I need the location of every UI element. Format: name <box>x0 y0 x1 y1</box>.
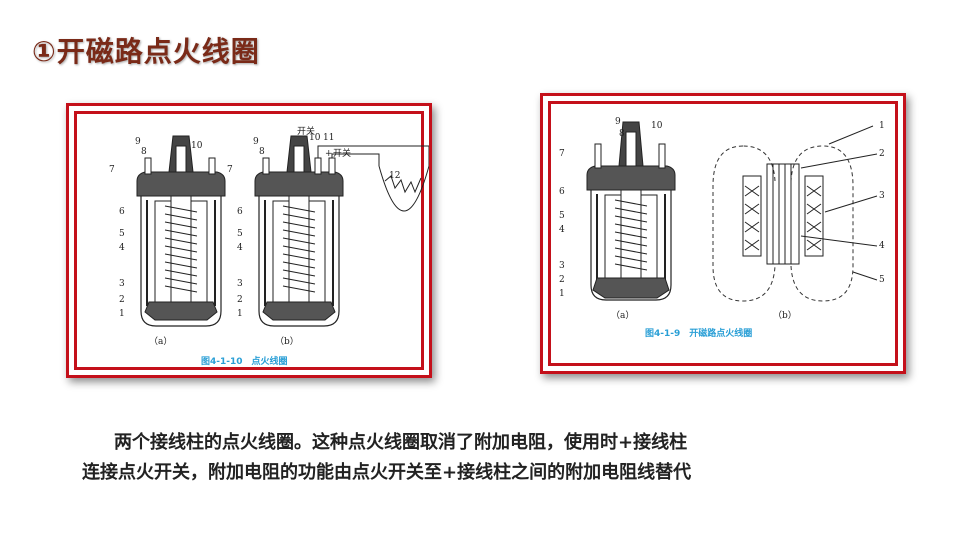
coil-a-right-labels: 9 8 10 7 6 5 4 3 2 1 （a） <box>559 117 663 321</box>
label-10-b: 10 <box>309 133 321 143</box>
label-7-ra: 7 <box>559 149 565 159</box>
label-1-a: 1 <box>119 309 125 319</box>
label-6-ra: 6 <box>559 187 565 197</box>
label-1-b: 1 <box>237 309 243 319</box>
label-4-b: 4 <box>237 243 243 253</box>
label-3-rb: 3 <box>879 191 885 201</box>
coil-b <box>254 135 429 327</box>
body-line-1: 两个接线柱的点火线圈。这种点火线圈取消了附加电阻，使用时+接线柱 <box>114 432 688 453</box>
coil-b-labels: 9 8 10 11 12 7 6 5 4 3 2 1 开关 + 开关 （b） <box>227 125 400 347</box>
switch-label-b: 开关 <box>333 147 351 159</box>
sub-label-a-left: （a） <box>149 336 172 347</box>
coil-a-right <box>586 121 676 301</box>
figure-inner-border-right <box>548 101 898 366</box>
sub-label-a-right: （a） <box>611 310 634 321</box>
label-2-ra: 2 <box>559 275 565 285</box>
label-1-ra: 1 <box>559 289 565 299</box>
label-11-b: 11 <box>323 133 334 143</box>
figure-caption-left: 图4-1-10 点火线圈 <box>201 355 288 367</box>
label-8-b: 8 <box>259 147 265 157</box>
body-line-2: 连接点火开关，附加电阻的功能由点火开关至+接线柱之间的附加电阻线替代 <box>82 462 692 483</box>
label-9-a: 9 <box>135 137 141 147</box>
coil-b-right <box>712 125 878 302</box>
label-2-b: 2 <box>237 295 243 305</box>
coil-b-right-labels: 1 2 3 4 5 （b） <box>773 121 885 321</box>
label-10-a: 10 <box>191 141 203 151</box>
label-5-ra: 5 <box>559 211 565 221</box>
open-magnetic-coil-diagram-right: 9 8 10 7 6 5 4 3 2 1 （a） 1 <box>559 117 885 339</box>
body-paragraph: 两个接线柱的点火线圈。这种点火线圈取消了附加电阻，使用时+接线柱 连接点火开关，… <box>82 428 902 488</box>
label-3-ra: 3 <box>559 261 565 271</box>
label-4-a: 4 <box>119 243 125 253</box>
label-2-a: 2 <box>119 295 125 305</box>
plus-sign-b: + <box>325 149 333 159</box>
label-7-b: 7 <box>227 165 233 175</box>
coil-a-labels: 9 8 10 7 6 5 4 3 2 1 （a） <box>109 137 203 347</box>
label-2-rb: 2 <box>879 149 885 159</box>
label-1-rb: 1 <box>879 121 885 131</box>
switch-label-top: 开关 <box>297 125 315 137</box>
label-5-a: 5 <box>119 229 125 239</box>
label-9-ra: 9 <box>615 117 621 127</box>
ignition-coil-diagram-left: 9 8 10 7 6 5 4 3 2 1 （a） <box>109 125 429 367</box>
label-3-b: 3 <box>237 279 243 289</box>
figure-frame-left: 9 8 10 7 6 5 4 3 2 1 （a） <box>66 103 432 378</box>
label-7-a: 7 <box>109 165 115 175</box>
label-4-rb: 4 <box>879 241 885 251</box>
label-3-a: 3 <box>119 279 125 289</box>
figure-caption-right: 图4-1-9 开磁路点火线圈 <box>645 327 752 339</box>
label-5-b: 5 <box>237 229 243 239</box>
sub-label-b-right: （b） <box>773 310 797 321</box>
sub-label-b-left: （b） <box>275 336 299 347</box>
label-8-a: 8 <box>141 147 147 157</box>
figure-frame-right: 9 8 10 7 6 5 4 3 2 1 （a） 1 <box>540 93 906 374</box>
label-6-b: 6 <box>237 207 243 217</box>
coil-a <box>136 135 226 327</box>
label-5-rb: 5 <box>879 275 885 285</box>
label-6-a: 6 <box>119 207 125 217</box>
label-4-ra: 4 <box>559 225 565 235</box>
slide-title: ①开磁路点火线圈 <box>32 35 260 68</box>
label-10-ra: 10 <box>651 121 663 131</box>
label-9-b: 9 <box>253 137 259 147</box>
label-8-ra: 8 <box>619 129 625 139</box>
label-12-b: 12 <box>389 171 400 181</box>
